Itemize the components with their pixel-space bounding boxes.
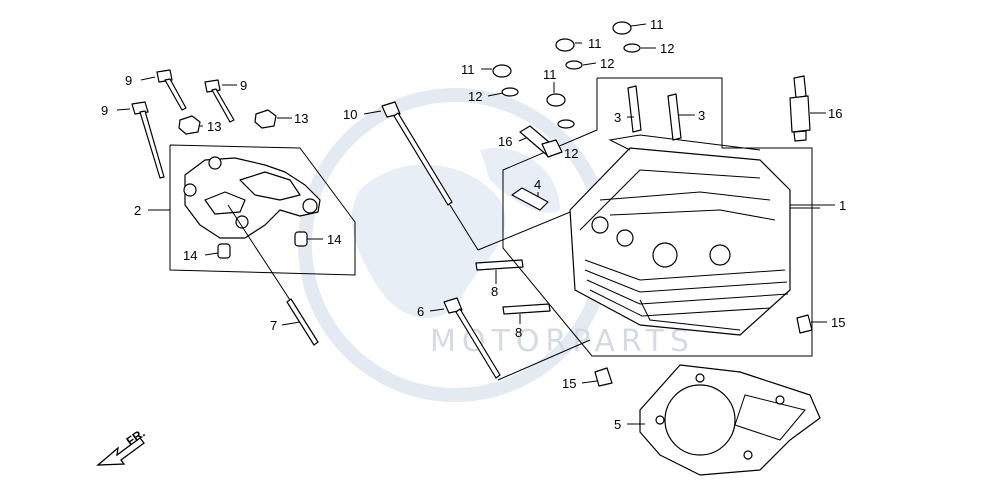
callout-2: 2: [134, 203, 141, 218]
callout-13-right: 13: [294, 111, 308, 126]
callout-13-left: 13: [207, 119, 221, 134]
cylinder-head-group: [502, 77, 835, 357]
callout-3-left: 3: [614, 110, 621, 125]
callout-12-a: 12: [660, 41, 674, 56]
head-gasket-5: [627, 364, 821, 476]
rocker-arm-holder-group: [169, 144, 356, 276]
callout-11-c: 11: [461, 62, 475, 77]
bolts-9: [116, 69, 237, 179]
callout-10: 10: [343, 107, 357, 122]
callout-8-upper: 8: [491, 284, 498, 299]
callout-11-a: 11: [650, 17, 664, 32]
callout-12-c: 12: [468, 89, 482, 104]
callout-9-right: 9: [240, 78, 247, 93]
watermark: MOTORPARTS: [298, 88, 689, 402]
callout-1: 1: [839, 198, 846, 213]
callout-7: 7: [270, 318, 277, 333]
callout-12-d: 12: [564, 146, 578, 161]
callout-16-right: 16: [828, 106, 842, 121]
front-label: FR.: [124, 426, 148, 449]
callout-15-left: 15: [562, 376, 576, 391]
callout-6: 6: [417, 304, 424, 319]
callout-9-top: 9: [125, 73, 132, 88]
callout-12-b: 12: [600, 56, 614, 71]
callout-14-right: 14: [327, 232, 341, 247]
callout-labels: 1 2 3 3 4 5 6 7 8 8 9 9 9 10 11 11 11 11…: [101, 17, 846, 432]
front-direction-indicator: FR.: [96, 426, 148, 466]
dowels-15: [581, 314, 827, 387]
stud-7: [227, 204, 319, 346]
callout-15-right: 15: [831, 315, 845, 330]
bolt-10: [363, 101, 479, 251]
caps-11-washers-12: [481, 21, 656, 129]
nuts-13: [178, 109, 292, 135]
bolt-6: [429, 297, 501, 379]
dowel-4: [511, 187, 549, 211]
callout-3-right: 3: [698, 108, 705, 123]
callout-14-left: 14: [183, 248, 197, 263]
callout-16-left: 16: [498, 134, 512, 149]
callout-11-b: 11: [588, 36, 602, 51]
valve-guides-3: [627, 85, 695, 141]
callout-9-left: 9: [101, 103, 108, 118]
studs-8: [475, 259, 551, 324]
callout-11-d: 11: [543, 67, 557, 82]
callout-4: 4: [534, 177, 541, 192]
callout-8-lower: 8: [515, 325, 522, 340]
spark-plugs-16: [518, 75, 826, 158]
callout-5: 5: [614, 417, 621, 432]
